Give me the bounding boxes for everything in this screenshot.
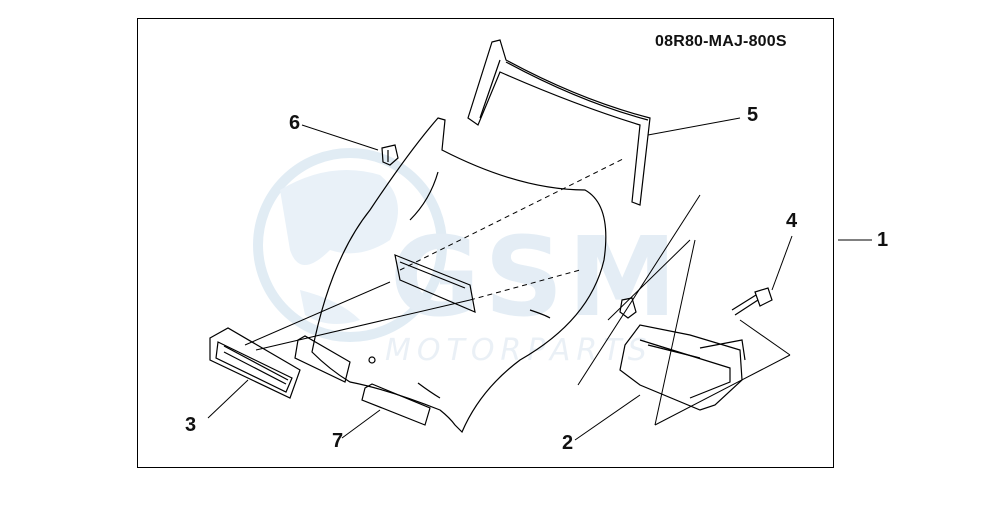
- callout-7: 7: [332, 430, 344, 452]
- callout-2: 2: [562, 432, 574, 454]
- assembly-line-b: [255, 299, 471, 351]
- assembly-line-a: [244, 281, 391, 346]
- callout-3: 3: [185, 414, 197, 436]
- part-6-clip: [381, 144, 399, 166]
- assembly-line-g: [739, 319, 791, 356]
- leader-lines: [207, 117, 872, 441]
- part-7-strip: [361, 383, 431, 426]
- part-3-vent-grille: [209, 327, 301, 399]
- part-code-label: 08R80-MAJ-800S: [655, 33, 787, 50]
- guide-line-lower: [469, 269, 581, 301]
- guide-line: [399, 157, 626, 271]
- part-4-bolt: [731, 287, 773, 316]
- callout-4: 4: [786, 210, 798, 232]
- diagram-frame: [137, 18, 834, 468]
- watermark-logo: GSM MOTORPARTS: [253, 148, 681, 368]
- part-7-strip-upper: [294, 335, 351, 383]
- part-5-top-trim: [467, 39, 651, 206]
- clip-small: [619, 297, 637, 319]
- assembly-line-f: [654, 354, 791, 426]
- callout-6: 6: [289, 112, 301, 134]
- assembly-line-d: [607, 239, 691, 321]
- callout-5: 5: [747, 104, 759, 126]
- svg-text:GSM: GSM: [390, 213, 681, 341]
- watermark-text: MOTORPARTS: [385, 333, 653, 368]
- main-windscreen: [311, 117, 607, 434]
- callout-1: 1: [877, 229, 889, 251]
- part-2-bracket: [619, 324, 746, 411]
